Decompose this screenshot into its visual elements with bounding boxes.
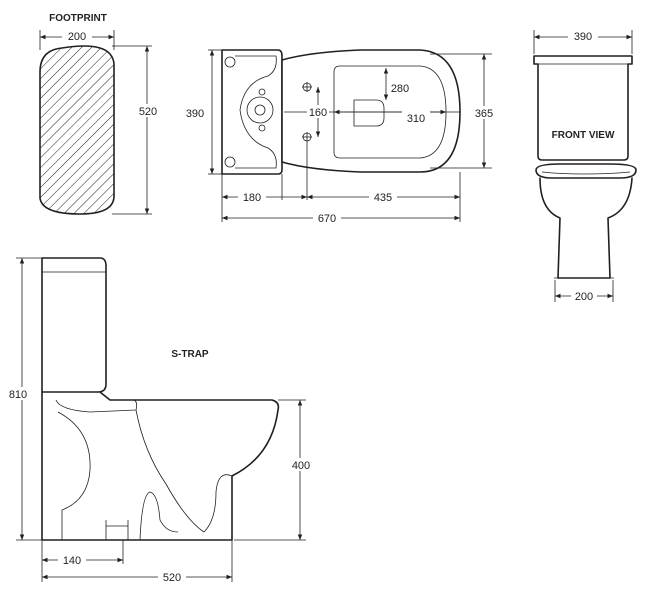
dim-plan-overall-length: 670 xyxy=(318,213,336,225)
s-trap-title: S-TRAP xyxy=(171,349,209,360)
side-cistern xyxy=(41,257,107,393)
dim-plan-cistern-to-holes: 180 xyxy=(243,192,261,204)
dim-plan-holes-to-front: 435 xyxy=(374,192,392,204)
plan-cistern-back xyxy=(235,55,277,169)
dim-side-overall-height: 810 xyxy=(9,389,27,401)
dim-side-bowl-height: 400 xyxy=(292,460,310,472)
dim-plan-seat-depth: 280 xyxy=(391,83,409,95)
plan-view: 390 160 280 310 365 180 435 670 xyxy=(182,49,498,225)
dim-plan-hole-spacing: 160 xyxy=(309,107,327,119)
footprint-outline xyxy=(39,45,115,215)
side-trap xyxy=(57,411,91,540)
plan-water-opening xyxy=(353,99,385,127)
front-bowl xyxy=(539,177,633,279)
plan-flush-button xyxy=(246,96,274,124)
front-view-title: FRONT VIEW xyxy=(552,130,615,141)
front-view: 390 FRONT VIEW 200 xyxy=(533,30,637,303)
dim-side-base-length: 520 xyxy=(163,572,181,584)
dim-front-base-width: 200 xyxy=(575,291,593,303)
dim-side-wall-to-outlet: 140 xyxy=(63,555,81,567)
side-view: S-TRAP 810 400 140 520 xyxy=(6,257,314,584)
front-cistern xyxy=(533,55,633,161)
dim-plan-cistern-depth: 390 xyxy=(186,108,204,120)
plan-seat-opening xyxy=(333,65,447,159)
footprint-view: FOOTPRINT 200 520 xyxy=(39,13,161,215)
dim-plan-bowl-depth: 365 xyxy=(475,108,493,120)
dim-footprint-depth: 520 xyxy=(139,106,157,118)
dim-front-cistern-width: 390 xyxy=(574,31,592,43)
side-bowl xyxy=(41,391,280,541)
plan-fixing-hole-top xyxy=(224,56,236,68)
front-seat xyxy=(535,163,637,179)
plan-fixing-hole-bottom xyxy=(224,156,236,168)
dim-plan-seat-width: 310 xyxy=(407,113,425,125)
footprint-title: FOOTPRINT xyxy=(49,13,107,24)
side-seat xyxy=(55,399,138,413)
plan-cistern xyxy=(221,49,283,175)
dim-footprint-width: 200 xyxy=(68,31,86,43)
